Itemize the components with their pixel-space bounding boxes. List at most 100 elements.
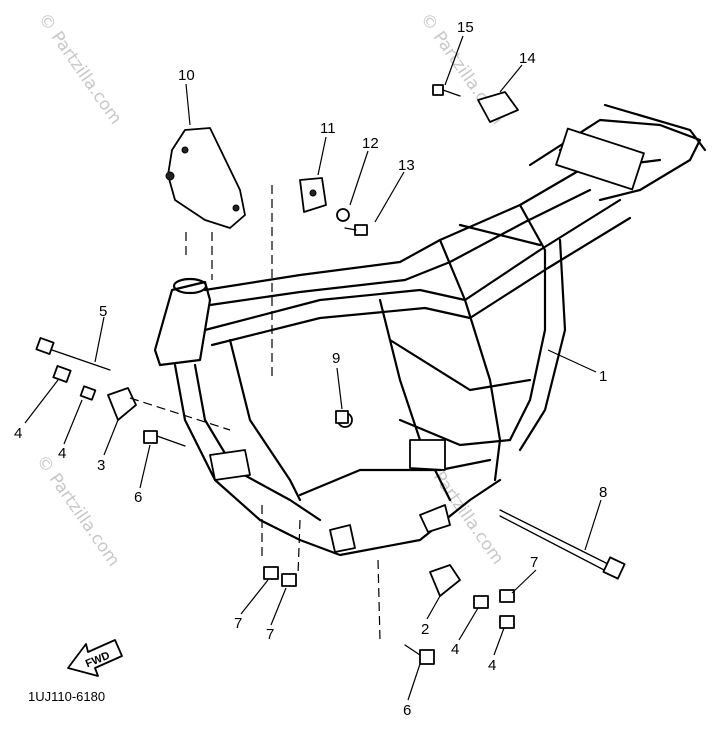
mid-cross (388, 338, 532, 392)
lower-cradle-cross (298, 458, 492, 497)
nut-7-a (263, 566, 279, 580)
leader-2 (426, 595, 441, 620)
callout-2: 2 (421, 621, 429, 638)
callout-3: 3 (97, 457, 105, 474)
bolt-8-shank-2 (499, 515, 607, 572)
leader-12 (349, 150, 369, 206)
callout-6-a: 6 (134, 489, 142, 506)
callout-14: 14 (519, 50, 536, 67)
bracket-hole (309, 189, 317, 197)
leader-9 (336, 367, 343, 410)
bolt-6-upper-shank (156, 435, 186, 447)
callout-4-b: 4 (58, 445, 66, 462)
nut-9 (335, 410, 349, 424)
watermark-bottom-left: © Partzilla.com (32, 451, 124, 570)
callout-10: 10 (178, 67, 195, 84)
leader-10 (185, 83, 191, 126)
nut-4-left-a (52, 365, 72, 383)
engine-mount-plate-front (209, 449, 251, 481)
rear-down-tube-outer (508, 248, 547, 442)
bolt-5-head (35, 337, 55, 355)
plate-3 (107, 387, 137, 421)
part-11-bracket (271, 177, 327, 380)
callout-7-a: 7 (234, 615, 242, 632)
nut-7-b (281, 573, 297, 587)
lower-guide-2 (297, 519, 301, 576)
nut-4-left-b (79, 385, 97, 401)
fwd-arrow: FWD (67, 639, 123, 677)
main-frame (153, 103, 707, 557)
lower-cross (398, 418, 512, 447)
bolt-8-head (602, 556, 626, 580)
leader-7c (511, 569, 537, 594)
leader-15 (444, 35, 464, 86)
front-down-tube-center (228, 338, 302, 502)
callout-11: 11 (320, 120, 336, 137)
nut-4-right-a (473, 595, 489, 609)
leader-3 (103, 419, 119, 456)
callout-7-b: 7 (266, 626, 274, 643)
callout-4-c: 4 (451, 641, 459, 658)
rear-down-tube-outer-2 (518, 238, 567, 452)
bolt-8-shank (499, 509, 611, 566)
leader-6b (407, 663, 421, 701)
leader-7a (240, 579, 269, 615)
callouts: 10 11 12 13 14 15 1 5 4 4 3 6 9 8 7 7 7 … (14, 19, 607, 719)
plate-3-guide (129, 397, 231, 431)
side-cover (167, 127, 246, 229)
watermark-top-left: © Partzilla.com (34, 9, 126, 128)
part-12-13 (336, 208, 368, 236)
cross-member-3 (458, 223, 542, 247)
leader-14 (499, 64, 523, 93)
rear-down-tube-right (463, 298, 502, 482)
upper-rail-right-inner (210, 216, 632, 347)
cross-member-2 (518, 203, 547, 252)
cover-hole (165, 171, 175, 181)
leader-4d (493, 627, 505, 656)
callout-1: 1 (599, 368, 607, 385)
seat-rail (528, 118, 702, 202)
callout-6-b: 6 (403, 702, 411, 719)
callout-13: 13 (398, 157, 415, 174)
battery-box (555, 127, 645, 191)
callout-5: 5 (99, 303, 107, 320)
cross-member-1 (438, 238, 467, 302)
leader-8 (584, 499, 602, 551)
leader-13 (374, 171, 405, 223)
leader-11 (317, 136, 327, 176)
leader-5 (94, 316, 105, 363)
bolt-5-shank (51, 349, 111, 371)
leader-7b (270, 587, 287, 626)
bolt-head-15 (432, 84, 444, 96)
callout-12: 12 (362, 135, 379, 152)
upper-rail-left (203, 168, 582, 292)
lower-guide-3 (377, 559, 381, 641)
diagram-code: 1UJ110-6180 (28, 689, 105, 704)
part-8-bolt (499, 509, 626, 580)
cover-hole-2 (181, 146, 189, 154)
bolt-6-upper-head (143, 430, 158, 444)
washer (336, 208, 350, 222)
head-pipe (153, 280, 212, 367)
fwd-arrow-shape (67, 639, 123, 677)
leader-lines (24, 35, 602, 701)
nut-4-right-b (499, 615, 515, 629)
bolt-shank-15 (442, 89, 461, 97)
rubber-mount (477, 91, 519, 123)
front-down-tube-right (193, 363, 322, 522)
leader-4c (458, 607, 479, 641)
bolt-head-13 (354, 224, 368, 236)
leader-1 (547, 349, 597, 373)
callout-9: 9 (332, 350, 340, 367)
callout-4-a: 4 (14, 425, 22, 442)
callout-7-c: 7 (530, 554, 538, 571)
mount-bracket-mid (409, 439, 446, 471)
rear-tail (603, 103, 707, 152)
cover-hole-3 (232, 204, 240, 212)
engine-mount-plate-rear (419, 504, 451, 533)
plate-2 (429, 564, 461, 597)
part-5-bolt (35, 337, 111, 371)
head-pipe-top (172, 277, 208, 295)
